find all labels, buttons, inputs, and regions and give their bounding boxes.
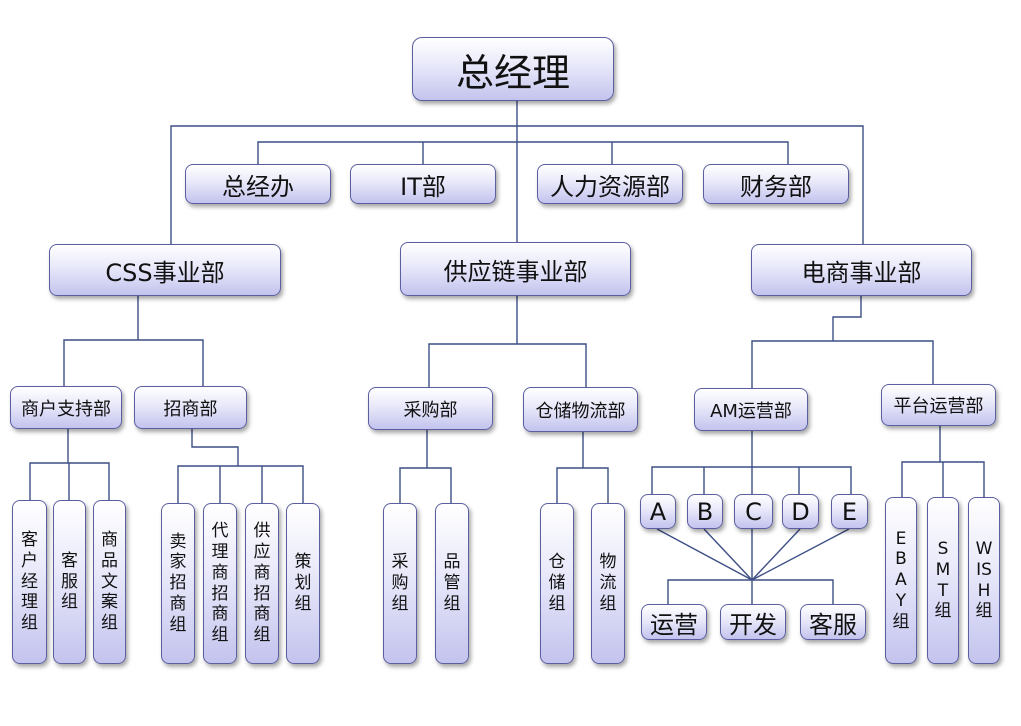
node-label: 卖家招商组 bbox=[169, 531, 187, 635]
node-am-operations-dept[interactable]: AM运营部 bbox=[694, 388, 808, 431]
node-label: 招商部 bbox=[163, 398, 218, 420]
node-wish-group[interactable]: WISH组 bbox=[968, 497, 1000, 664]
node-label: 代理商招商组 bbox=[211, 521, 229, 645]
node-customer-service-function[interactable]: 客服 bbox=[800, 604, 866, 640]
node-label: 供应链事业部 bbox=[443, 257, 588, 286]
node-label: E bbox=[841, 497, 858, 526]
node-am-team-d[interactable]: D bbox=[782, 494, 819, 529]
node-recruitment-dept[interactable]: 招商部 bbox=[134, 386, 247, 429]
node-label: IT部 bbox=[400, 172, 446, 201]
node-account-manager-group[interactable]: 客户经理组 bbox=[12, 500, 47, 664]
node-am-team-b[interactable]: B bbox=[687, 494, 723, 529]
node-label: 商户支持部 bbox=[21, 398, 111, 420]
node-label: D bbox=[791, 497, 810, 526]
node-label: 策划组 bbox=[294, 552, 312, 614]
node-general-manager[interactable]: 总经理 bbox=[412, 37, 614, 101]
node-logistics-group[interactable]: 物流组 bbox=[591, 503, 625, 664]
node-agent-recruitment-group[interactable]: 代理商招商组 bbox=[203, 503, 237, 664]
node-hr-dept[interactable]: 人力资源部 bbox=[537, 164, 683, 204]
node-gm-office[interactable]: 总经办 bbox=[185, 164, 331, 204]
node-label: 总经理 bbox=[455, 50, 570, 95]
node-label: 仓储组 bbox=[548, 552, 566, 614]
node-label: 客户经理组 bbox=[21, 530, 38, 634]
node-ebay-group[interactable]: EBAY组 bbox=[885, 497, 917, 664]
node-purchasing-dept[interactable]: 采购部 bbox=[368, 387, 493, 430]
node-am-team-a[interactable]: A bbox=[640, 494, 676, 529]
node-product-copy-group[interactable]: 商品文案组 bbox=[93, 500, 126, 664]
node-label: WISH组 bbox=[975, 539, 993, 622]
node-merchant-support-dept[interactable]: 商户支持部 bbox=[10, 386, 122, 429]
node-label: 总经办 bbox=[222, 172, 294, 201]
node-it-dept[interactable]: IT部 bbox=[350, 164, 496, 204]
node-label: 采购部 bbox=[403, 399, 458, 421]
node-label: 运营 bbox=[650, 610, 698, 639]
node-label: SMT组 bbox=[934, 539, 952, 622]
node-purchasing-group[interactable]: 采购组 bbox=[383, 503, 417, 664]
node-label: A bbox=[649, 497, 667, 526]
node-ecommerce-division[interactable]: 电商事业部 bbox=[751, 244, 972, 296]
node-label: B bbox=[696, 497, 714, 526]
node-label: EBAY组 bbox=[892, 528, 910, 632]
node-label: 仓储物流部 bbox=[535, 400, 626, 422]
node-smt-group[interactable]: SMT组 bbox=[927, 497, 959, 664]
node-label: 财务部 bbox=[740, 172, 812, 201]
node-supply-chain-division[interactable]: 供应链事业部 bbox=[400, 242, 631, 296]
node-warehouse-logistics-dept[interactable]: 仓储物流部 bbox=[523, 387, 638, 432]
node-label: AM运营部 bbox=[710, 400, 792, 422]
node-supplier-recruitment-group[interactable]: 供应商招商组 bbox=[245, 503, 279, 664]
node-css-division[interactable]: CSS事业部 bbox=[49, 244, 281, 296]
node-seller-recruitment-group[interactable]: 卖家招商组 bbox=[161, 503, 195, 664]
node-label: C bbox=[745, 497, 762, 526]
node-label: 人力资源部 bbox=[550, 172, 670, 201]
node-label: 物流组 bbox=[599, 552, 617, 614]
node-customer-service-group[interactable]: 客服组 bbox=[53, 500, 86, 664]
node-label: 商品文案组 bbox=[101, 530, 118, 634]
node-label: 客服组 bbox=[61, 550, 78, 613]
node-label: CSS事业部 bbox=[105, 258, 225, 287]
node-quality-control-group[interactable]: 品管组 bbox=[435, 503, 469, 664]
node-planning-group[interactable]: 策划组 bbox=[286, 503, 320, 664]
node-label: 供应商招商组 bbox=[253, 521, 271, 645]
node-am-team-e[interactable]: E bbox=[831, 494, 868, 529]
node-platform-operations-dept[interactable]: 平台运营部 bbox=[881, 384, 996, 426]
node-label: 品管组 bbox=[443, 552, 461, 614]
node-label: 电商事业部 bbox=[801, 258, 922, 287]
node-development-function[interactable]: 开发 bbox=[720, 604, 786, 640]
node-label: 采购组 bbox=[391, 552, 409, 614]
node-label: 客服 bbox=[809, 610, 857, 639]
node-storage-group[interactable]: 仓储组 bbox=[540, 503, 574, 664]
node-am-team-c[interactable]: C bbox=[734, 494, 773, 529]
node-finance-dept[interactable]: 财务部 bbox=[703, 164, 849, 204]
node-operations-function[interactable]: 运营 bbox=[641, 604, 707, 640]
node-label: 开发 bbox=[729, 610, 777, 639]
node-label: 平台运营部 bbox=[893, 396, 984, 417]
